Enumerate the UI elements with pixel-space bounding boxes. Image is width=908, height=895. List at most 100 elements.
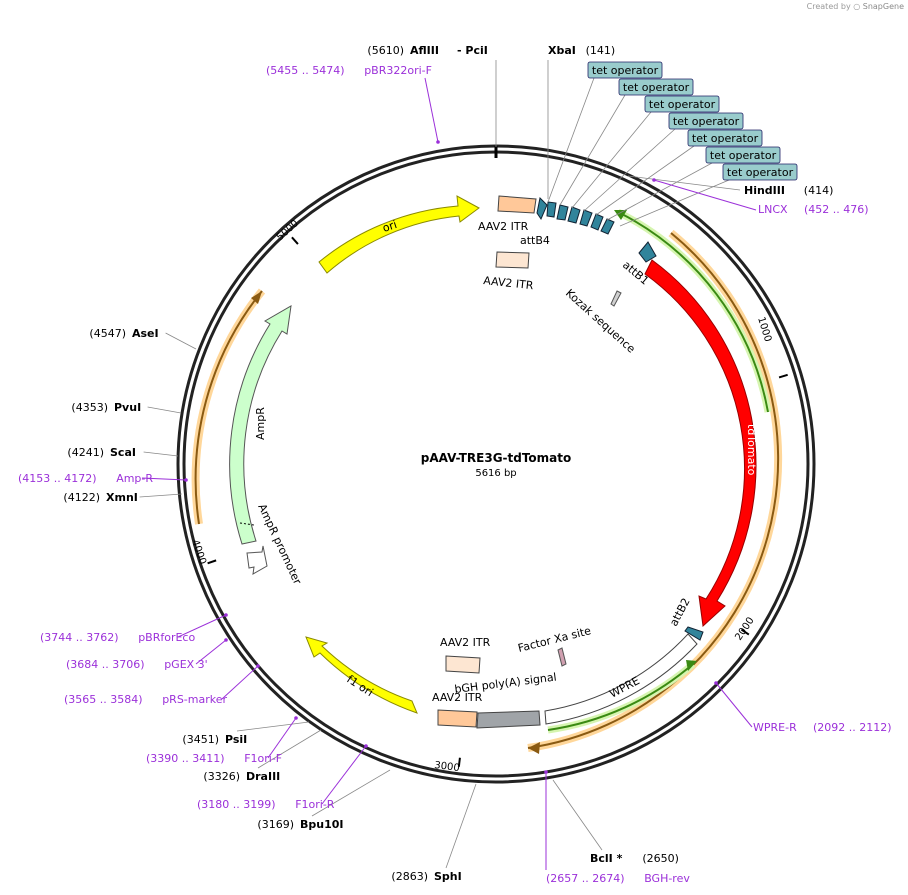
primer-name: F1ori-F [244,752,282,765]
aav2-itr-top-feature[interactable] [497,195,537,214]
restriction-site[interactable]: - PciI [457,44,488,57]
tet-operator-label: tet operator [592,64,659,77]
tet-operator-leader [606,162,713,221]
primer-name: pRS-marker [162,693,227,706]
primer-labels: (5455 .. 5474)pBR322ori-F LNCX(452 .. 476… [18,64,892,885]
tet-operator-box[interactable] [644,95,720,113]
restriction-site[interactable]: (5610)AflIII [367,44,497,147]
primer-name: LNCX [758,203,788,216]
site-position: (4241) [67,446,104,459]
attb1-feature[interactable] [638,241,657,263]
factor-xa-feature[interactable] [557,647,567,667]
tet-operator-box[interactable] [722,163,798,181]
primer-name: pBRforEco [138,631,195,644]
restriction-site[interactable]: (4353)PvuI [71,401,182,414]
primer-site[interactable]: (4153 .. 4172)Amp-R [18,472,188,485]
aav2-itr-bottom-feature[interactable] [437,709,478,728]
site-position: (4547) [89,327,126,340]
primer-range: (3565 .. 3584) [64,693,143,706]
site-position: (5610) [367,44,404,57]
snapgene-logo-icon: ○ [853,2,861,11]
orf-bracket-ampr-arrow-icon [251,291,262,304]
ampr-promoter-feature[interactable] [246,545,268,575]
site-leader [139,493,183,498]
bgh-polya-feature[interactable] [476,710,541,729]
primer-site[interactable]: (3390 .. 3411)F1ori-F [146,716,298,765]
site-leader [627,175,741,191]
restriction-site[interactable]: (4122) XmnI [63,491,183,504]
tet-operator-leader [571,111,652,209]
restriction-sites: (5610)AflIII- PciI XbaI (141) HindIII(414) (… [63,44,833,883]
tet-operator-box[interactable] [668,112,744,130]
tet-operator-box[interactable] [705,146,781,164]
ori-feature[interactable] [318,195,480,274]
aav2-itr-bottom-inner-feature[interactable] [445,655,481,674]
site-leader [236,721,310,732]
site-name: DraIII [246,770,280,783]
restriction-site[interactable]: (3326) DraIII [203,729,322,783]
primer-mark [294,716,298,720]
primer-name: BGH-rev [644,872,690,885]
primer-name: WPRE-R [753,721,797,734]
orf-bracket-ampr [194,290,263,525]
site-position: (141) [586,44,616,57]
restriction-site[interactable]: (3169)Bpu10I [257,769,391,831]
tet-operator-box[interactable] [587,61,663,79]
site-leader [445,783,477,869]
orf-bracket-arrow-icon [528,742,540,754]
primer-leader [221,665,259,700]
primer-mark [224,613,228,617]
restriction-site[interactable]: (4547)AseI [89,327,197,350]
primer-site[interactable]: WPRE-R(2092 .. 2112) [714,681,892,734]
ampr-feature[interactable] [229,305,292,545]
site-leader [147,406,182,414]
site-position: (4122) [63,491,100,504]
tet-operator-box[interactable] [618,78,694,96]
primer-site[interactable]: (3180 .. 3199)F1ori-R [197,744,368,811]
kozak-feature[interactable] [610,290,622,307]
site-name: PsiI [225,733,247,746]
primer-site[interactable]: (3744 .. 3762)pBRforEco [40,613,228,644]
site-position: (3169) [257,818,294,831]
tdtomato-feature[interactable] [644,259,757,628]
tet-operator-label: tet operator [673,115,740,128]
restriction-site[interactable]: XbaI (141) [547,44,616,199]
restriction-site[interactable]: (3451)PsiI [182,721,310,746]
primer-leader [177,614,227,638]
tet-operator-box[interactable] [687,129,763,147]
tick-mark [740,628,750,636]
primer-range: (3180 .. 3199) [197,798,276,811]
restriction-site[interactable]: (4241)ScaI [67,446,179,459]
tick-mark [457,757,461,767]
site-name: SphI [434,870,462,883]
site-position: (4353) [71,401,108,414]
primer-leader [653,179,757,211]
tet-operator-leader [559,94,626,206]
primer-site[interactable]: (3684 .. 3706)pGEX 3' [66,638,228,671]
site-name: XbaI [548,44,576,57]
tick-mark [207,559,217,565]
restriction-site[interactable]: (2863)SphI [391,783,477,883]
tet-operator-label: tet operator [623,81,690,94]
site-leader [165,332,197,350]
site-name: HindIII [744,184,785,197]
site-position: (3326) [203,770,240,783]
site-name: XmnI [106,491,138,504]
primer-mark [652,178,656,182]
restriction-site[interactable]: HindIII(414) [627,175,833,197]
restriction-site[interactable]: BclI *(2650) [552,779,679,865]
primer-site[interactable]: LNCX(452 .. 476) [652,178,869,216]
primer-site[interactable]: (5455 .. 5474)pBR322ori-F [266,64,440,144]
f1-ori-feature[interactable] [305,636,418,714]
attb2-label: attB2 [667,596,693,629]
ampr-promoter-label: AmpR promoter [255,502,304,587]
attb2-feature[interactable] [684,626,704,641]
wpre-feature[interactable] [544,633,698,725]
primer-mark [184,478,188,482]
plasmid-size: 5616 bp [475,468,516,479]
ori-label: ori [381,218,399,235]
attb4-feature[interactable] [536,196,548,221]
aav2-itr-inner-feature[interactable] [495,251,530,269]
primer-site[interactable]: (2657 .. 2674)BGH-rev [544,770,690,885]
primer-site[interactable]: (3565 .. 3584) pRS-marker [64,664,260,706]
